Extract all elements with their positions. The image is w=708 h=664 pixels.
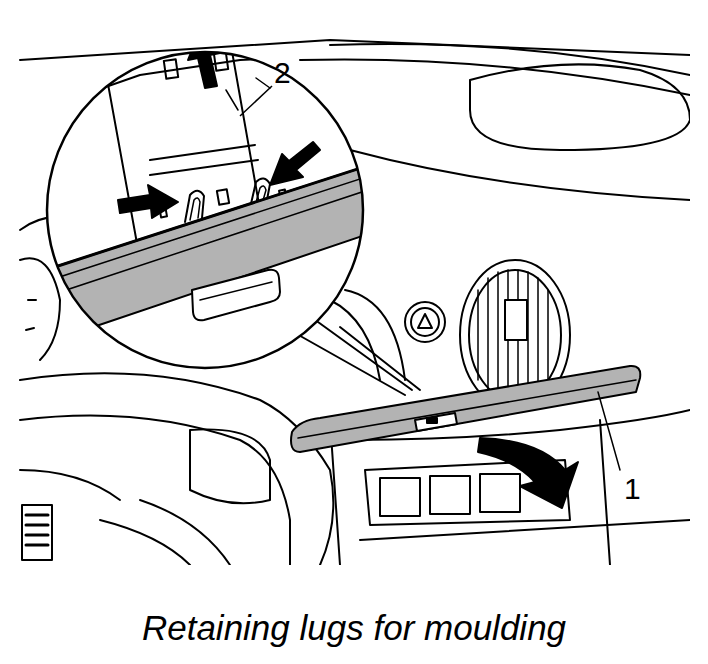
leader-line [240,86,272,116]
callout-number: 2 [274,58,291,88]
callout-number: 1 [624,474,641,504]
figure-caption: Retaining lugs for moulding [142,610,566,645]
